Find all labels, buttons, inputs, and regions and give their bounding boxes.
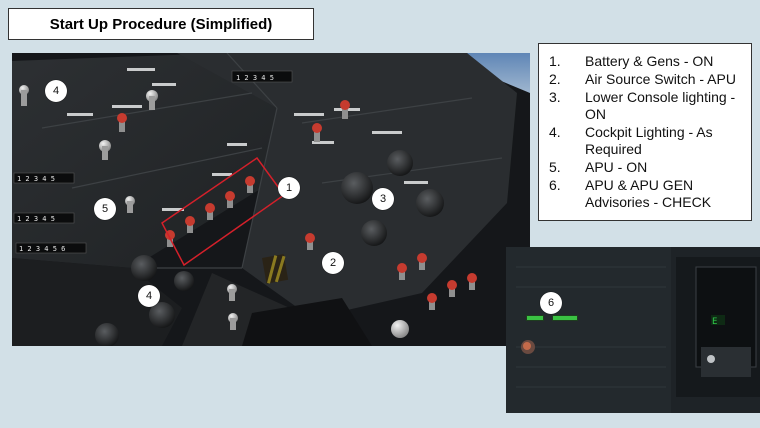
svg-text:1 2 3 4 5: 1 2 3 4 5: [17, 175, 55, 183]
step-item: 4. Cockpit Lighting - As Required: [549, 124, 743, 158]
step-number: 2.: [549, 71, 561, 87]
step-number: 1.: [549, 53, 561, 69]
step-item: 1. Battery & Gens - ON: [549, 53, 743, 70]
step-text: Cockpit Lighting - As Required: [585, 124, 713, 157]
step-text: Air Source Switch - APU: [585, 71, 736, 87]
callout-marker-4-top: 4: [45, 80, 67, 102]
step-number: 5.: [549, 159, 561, 175]
svg-text:1 2 3 4 5 6: 1 2 3 4 5 6: [19, 245, 65, 253]
callout-marker-4-bottom: 4: [138, 285, 160, 307]
advisory-panel-image: E: [506, 247, 760, 413]
step-item: 6. APU & APU GEN Advisories - CHECK: [549, 177, 743, 211]
callout-marker-5: 5: [94, 198, 116, 220]
step-item: 2. Air Source Switch - APU: [549, 71, 743, 88]
step-text: Battery & Gens - ON: [585, 53, 714, 69]
procedure-steps-panel: 1. Battery & Gens - ON 2. Air Source Swi…: [538, 43, 752, 221]
svg-text:1 2 3 4 5: 1 2 3 4 5: [17, 215, 55, 223]
svg-text:E: E: [712, 317, 717, 327]
callout-marker-3: 3: [372, 188, 394, 210]
callout-marker-1: 1: [278, 177, 300, 199]
svg-text:1 2 3 4 5: 1 2 3 4 5: [236, 74, 274, 82]
step-number: 6.: [549, 177, 561, 193]
step-text: APU - ON: [585, 159, 648, 175]
step-item: 3. Lower Console lighting - ON: [549, 89, 743, 123]
step-number: 3.: [549, 89, 561, 105]
callout-marker-6: 6: [540, 292, 562, 314]
step-text: Lower Console lighting - ON: [585, 89, 736, 122]
step-item: 5. APU - ON: [549, 159, 743, 176]
procedure-steps-list: 1. Battery & Gens - ON 2. Air Source Swi…: [549, 53, 743, 211]
step-number: 4.: [549, 124, 561, 140]
slide-title: Start Up Procedure (Simplified): [8, 8, 314, 40]
step-text: APU & APU GEN Advisories - CHECK: [585, 177, 712, 210]
callout-marker-2: 2: [322, 252, 344, 274]
overhead-panel-image: 1 2 3 4 5 1 2 3 4 5 1 2 3 4 5 6 1 2 3 4 …: [12, 53, 530, 346]
